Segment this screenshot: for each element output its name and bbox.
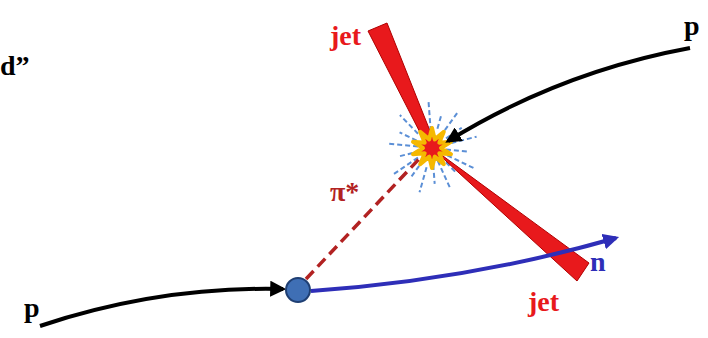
particle-label: p xyxy=(684,10,700,42)
jet-cone xyxy=(368,23,436,150)
particle-label: d” xyxy=(0,50,30,82)
radiation-ray xyxy=(437,113,441,128)
radiation-ray xyxy=(400,132,417,140)
particle-label: jet xyxy=(528,286,559,318)
radiation-ray xyxy=(420,167,427,192)
radiation-ray xyxy=(429,102,431,131)
jet-cone xyxy=(428,145,589,281)
particle-label: π* xyxy=(330,176,359,208)
neutron-track xyxy=(311,238,616,291)
pion-dashed-line xyxy=(306,158,420,279)
proton-track xyxy=(40,289,283,326)
particle-label: n xyxy=(590,246,606,278)
emission-vertex xyxy=(286,278,310,302)
particle-label: jet xyxy=(330,20,361,52)
proton-track xyxy=(448,48,690,141)
particle-label: p xyxy=(24,292,40,324)
radiation-ray xyxy=(397,153,413,157)
collision-star xyxy=(413,128,451,168)
